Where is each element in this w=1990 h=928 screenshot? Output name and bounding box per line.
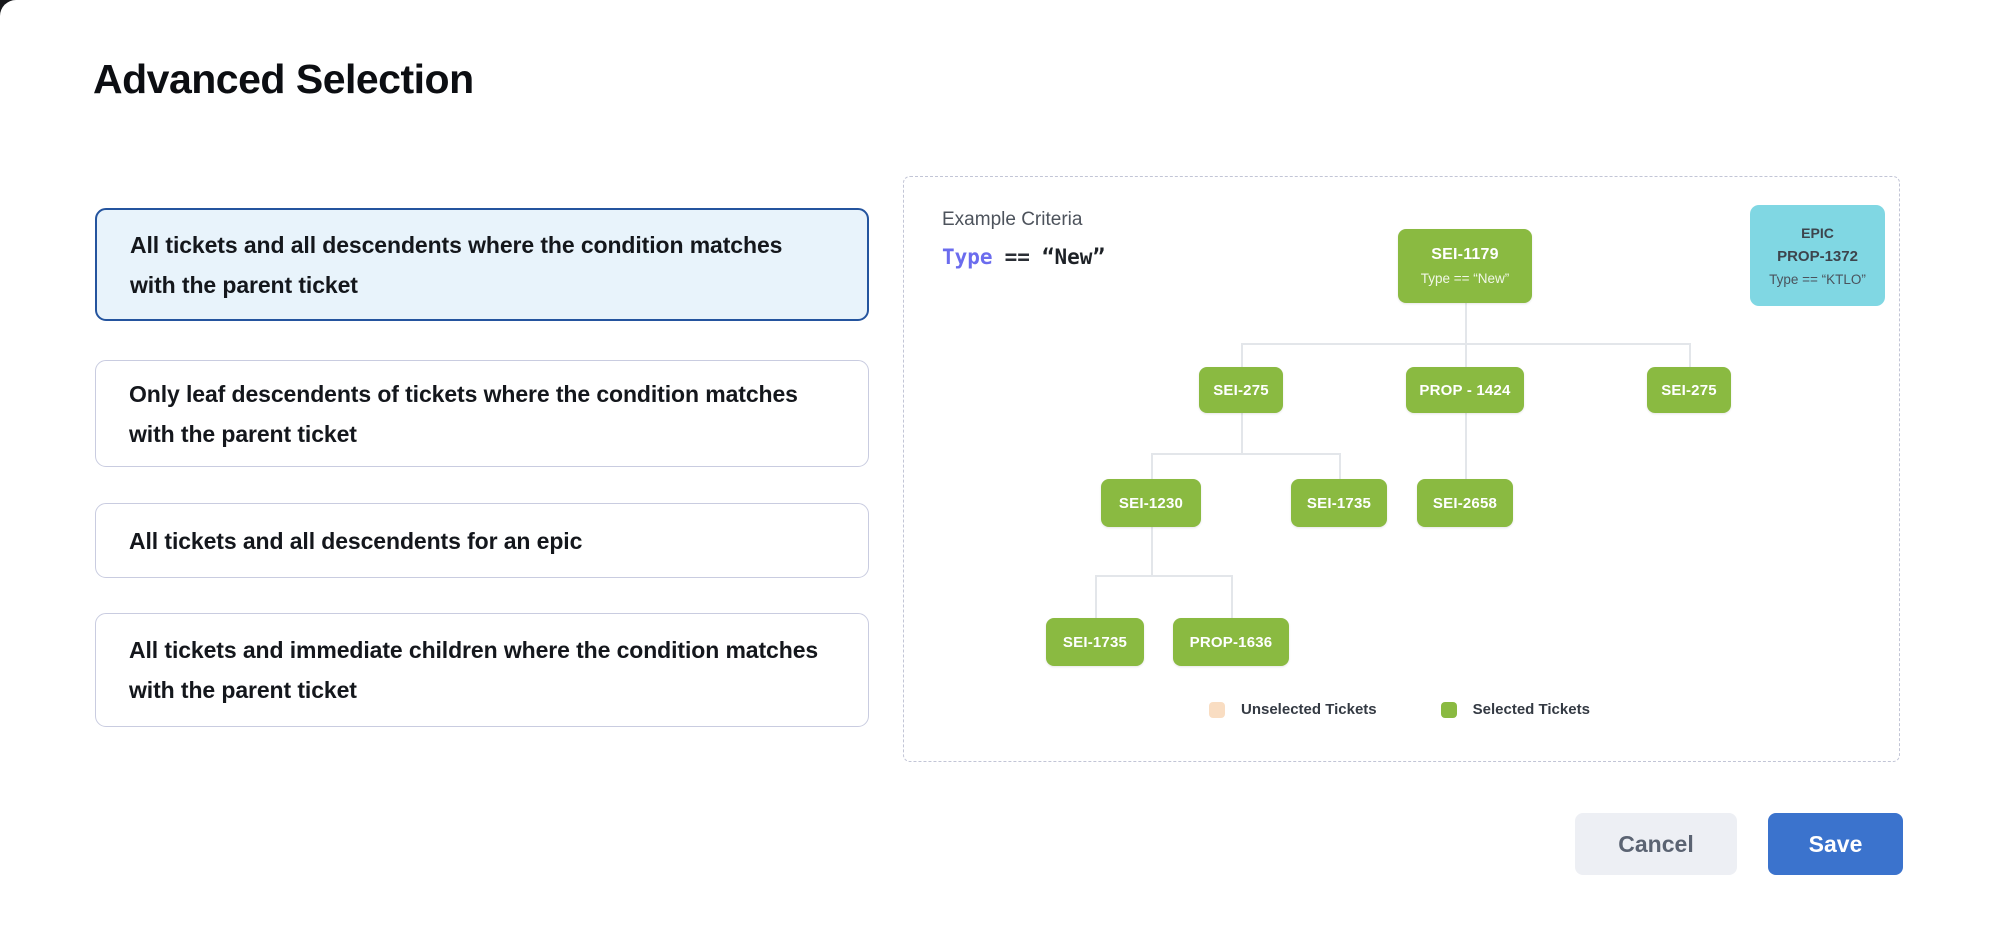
ticket-node-root: SEI-1179 Type == “New”: [1398, 229, 1532, 303]
criteria-expression: Type == “New”: [942, 245, 1105, 269]
ticket-node: SEI-275: [1647, 367, 1731, 413]
ticket-node-label: SEI-1735: [1306, 494, 1372, 512]
option-label: Only leaf descendents of tickets where t…: [129, 380, 798, 447]
ticket-node: SEI-2658: [1417, 479, 1513, 527]
ticket-node-label: SEI-275: [1213, 381, 1269, 399]
ticket-node: SEI-1735: [1046, 618, 1144, 666]
criteria-operator: ==: [1004, 245, 1030, 269]
tree-connector: [1151, 453, 1339, 455]
unselected-tickets-swatch: [1209, 701, 1225, 718]
epic-kind-label: EPIC: [1801, 224, 1834, 241]
tree-connector: [1241, 413, 1243, 453]
epic-card: EPIC PROP-1372 Type == “KTLO”: [1750, 205, 1885, 306]
ticket-node: PROP-1636: [1173, 618, 1289, 666]
tree-connector: [1689, 343, 1691, 367]
ticket-node-label: SEI-2658: [1432, 494, 1498, 512]
page-title: Advanced Selection: [93, 56, 474, 102]
criteria-field: Type: [942, 245, 993, 269]
tree-legend: Unselected Tickets Selected Tickets: [1209, 701, 1590, 718]
ticket-node-label: PROP-1636: [1189, 633, 1273, 651]
tree-connector: [1095, 575, 1231, 577]
ticket-node-label: SEI-1179: [1431, 246, 1499, 263]
tree-connector: [1465, 303, 1467, 343]
ticket-node-condition: Type == “New”: [1420, 271, 1510, 286]
example-preview-panel: Example Criteria Type == “New” EPIC PROP-1…: [903, 176, 1900, 762]
tree-connector: [1151, 527, 1153, 575]
ticket-node-label: PROP - 1424: [1419, 381, 1511, 399]
selected-tickets-label: Selected Tickets: [1472, 701, 1590, 718]
tree-connector: [1241, 343, 1243, 367]
ticket-node: SEI-1735: [1291, 479, 1387, 527]
criteria-heading: Example Criteria: [942, 209, 1083, 230]
criteria-value: “New”: [1041, 245, 1106, 269]
option-label: All tickets and all descendents where th…: [130, 231, 783, 298]
option-all-descendents-condition[interactable]: All tickets and all descendents where th…: [95, 208, 869, 321]
tree-connector: [1231, 575, 1233, 618]
unselected-tickets-label: Unselected Tickets: [1241, 701, 1377, 718]
option-label: All tickets and all descendents for an e…: [129, 527, 583, 554]
tree-connector: [1095, 575, 1097, 618]
option-leaf-descendents-condition[interactable]: Only leaf descendents of tickets where t…: [95, 360, 869, 467]
tree-connector: [1465, 343, 1467, 367]
ticket-node: SEI-1230: [1101, 479, 1201, 527]
selected-tickets-swatch: [1440, 701, 1457, 718]
ticket-node: PROP - 1424: [1406, 367, 1524, 413]
tree-connector: [1151, 453, 1153, 479]
ticket-node-label: SEI-1735: [1062, 633, 1128, 651]
ticket-node: SEI-275: [1199, 367, 1283, 413]
cancel-button[interactable]: Cancel: [1575, 813, 1737, 875]
save-button[interactable]: Save: [1768, 813, 1903, 875]
epic-condition: Type == “KTLO”: [1769, 271, 1866, 287]
ticket-node-label: SEI-1230: [1118, 494, 1184, 512]
tree-connector: [1465, 413, 1467, 479]
ticket-node-label: SEI-275: [1661, 381, 1717, 399]
tree-connector: [1339, 453, 1341, 479]
option-all-descendents-epic[interactable]: All tickets and all descendents for an e…: [95, 503, 869, 578]
option-immediate-children-condition[interactable]: All tickets and immediate children where…: [95, 613, 869, 727]
option-label: All tickets and immediate children where…: [129, 637, 819, 703]
epic-ticket-id: PROP-1372: [1777, 247, 1858, 265]
